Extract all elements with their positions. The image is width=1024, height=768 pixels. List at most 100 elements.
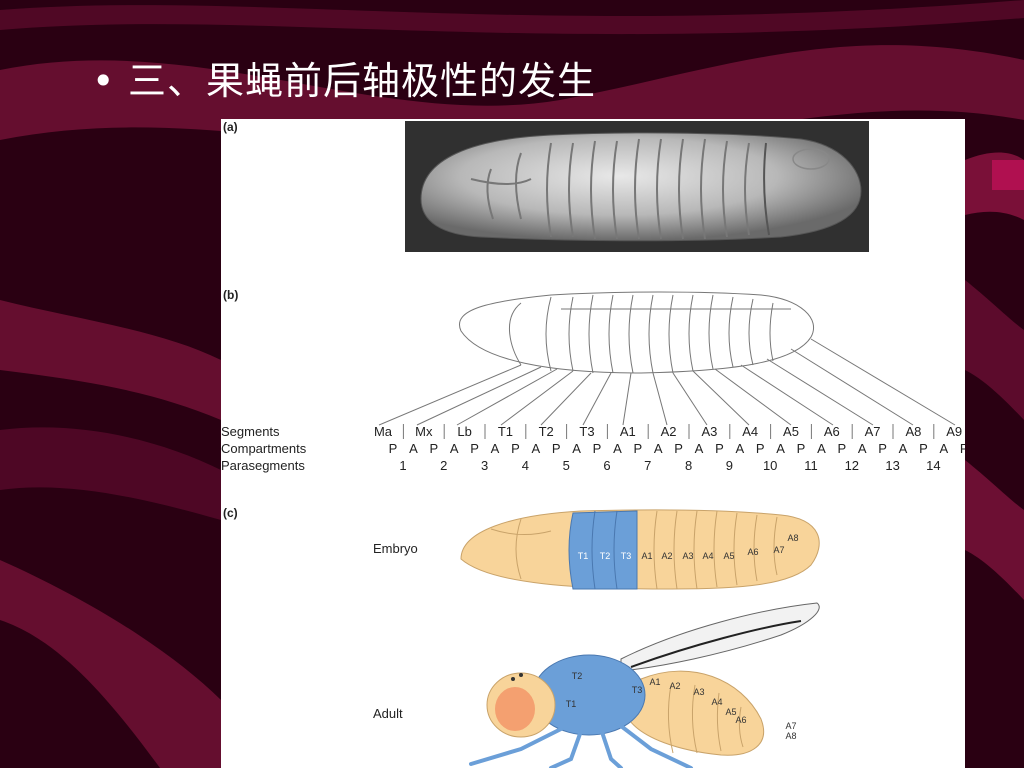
adult-segment-label: T2 (572, 671, 583, 681)
parasegment-label: 1 (399, 458, 406, 473)
segment-label: A7 (865, 424, 881, 439)
compartment-label: P (674, 441, 683, 456)
wave-right-bottom (965, 460, 1024, 600)
compartment-label: A (939, 441, 948, 456)
segment-label: A9 (946, 424, 962, 439)
segment-label: A2 (661, 424, 677, 439)
compartment-label: P (919, 441, 928, 456)
segment-label: A4 (742, 424, 758, 439)
segment-label: A8 (905, 424, 921, 439)
adult-segment-label: A1 (649, 677, 660, 687)
segment-label: A1 (620, 424, 636, 439)
embryo-segment-label: A1 (641, 551, 652, 561)
panel-c-label: (c) (223, 506, 238, 520)
compartment-label: P (470, 441, 479, 456)
embryo-segment-label: A2 (661, 551, 672, 561)
adult-label: Adult (373, 706, 403, 721)
wave-top-thin (0, 0, 1024, 35)
adult-segment-label: A8 (785, 731, 796, 741)
adult-segment-label: T1 (566, 699, 577, 709)
compartment-label: A (654, 441, 663, 456)
embryo-segment-label: A4 (702, 551, 713, 561)
compartment-label: A (572, 441, 581, 456)
compartment-label: A (531, 441, 540, 456)
parasegment-label: 8 (685, 458, 692, 473)
wave-left (0, 300, 221, 420)
wave-right-low (965, 280, 1024, 420)
parasegment-label: 14 (926, 458, 940, 473)
compartment-label: P (837, 441, 846, 456)
embryo-line-drawing (378, 291, 956, 426)
compartment-label: A (491, 441, 500, 456)
embryo-segment-label: A7 (773, 545, 784, 555)
compartment-label: P (715, 441, 724, 456)
parasegment-label: 3 (481, 458, 488, 473)
segment-label: T3 (579, 424, 594, 439)
compartment-label: A (858, 441, 867, 456)
compartment-label: P (633, 441, 642, 456)
accent-block (992, 160, 1024, 190)
parasegment-label: 10 (763, 458, 777, 473)
adult-segment-label: A6 (735, 715, 746, 725)
adult-segment-label: A7 (785, 721, 796, 731)
slide-title-text: 三、果蝇前后轴极性的发生 (128, 59, 597, 103)
segment-label: Lb (457, 424, 471, 439)
compartment-label: P (797, 441, 806, 456)
fly-segmentation-figure: (a) (b) (c) (221, 119, 965, 768)
compartment-label: A (450, 441, 459, 456)
segment-label: A6 (824, 424, 840, 439)
segment-label: Ma (374, 424, 393, 439)
embryo-segment-label: T3 (621, 551, 632, 561)
compartment-label: A (613, 441, 622, 456)
compartment-label: A (695, 441, 704, 456)
embryo-segment-label: T2 (600, 551, 611, 561)
compartment-label: P (878, 441, 887, 456)
compartment-label: A (817, 441, 826, 456)
parasegment-label: 4 (522, 458, 529, 473)
colored-embryo (460, 509, 820, 590)
adult-fly-drawing (469, 602, 820, 768)
slide-title: •三、果蝇前后轴极性的发生 (92, 50, 596, 105)
embryo-segment-label: A6 (747, 547, 758, 557)
row-label-segments: Segments (221, 424, 280, 439)
row-label-parasegments: Parasegments (221, 458, 305, 473)
compartment-label: A (735, 441, 744, 456)
adult-segment-label: A2 (669, 681, 680, 691)
panel-a-label: (a) (223, 120, 238, 134)
compartment-label: P (960, 441, 965, 456)
parasegment-label: 5 (563, 458, 570, 473)
row-label-compartments: Compartments (221, 441, 307, 456)
segment-label: Mx (415, 424, 433, 439)
compartment-label: P (429, 441, 438, 456)
adult-segment-label: T3 (632, 685, 643, 695)
compartment-label: A (409, 441, 418, 456)
embryo-segment-label: T1 (578, 551, 589, 561)
parasegment-label: 2 (440, 458, 447, 473)
sem-embryo-image (405, 121, 869, 252)
parasegment-label: 7 (644, 458, 651, 473)
parasegment-label: 13 (885, 458, 899, 473)
compartment-label: P (511, 441, 520, 456)
parasegment-label: 6 (603, 458, 610, 473)
segment-label: T1 (498, 424, 513, 439)
adult-segment-label: A4 (711, 697, 722, 707)
panel-b-label: (b) (223, 288, 238, 302)
compartment-label: A (899, 441, 908, 456)
segment-rows: Segments Compartments Parasegments (221, 424, 307, 473)
segment-label: A3 (701, 424, 717, 439)
embryo-segment-label: A5 (723, 551, 734, 561)
compartment-label: P (389, 441, 398, 456)
adult-segment-label: A3 (693, 687, 704, 697)
compartment-label: A (776, 441, 785, 456)
adult-segment-label: A5 (725, 707, 736, 717)
wave-left-bottom (0, 560, 221, 768)
compartment-label: P (593, 441, 602, 456)
wave-left-low (0, 427, 221, 520)
compartment-label: P (756, 441, 765, 456)
embryo-label: Embryo (373, 541, 418, 556)
